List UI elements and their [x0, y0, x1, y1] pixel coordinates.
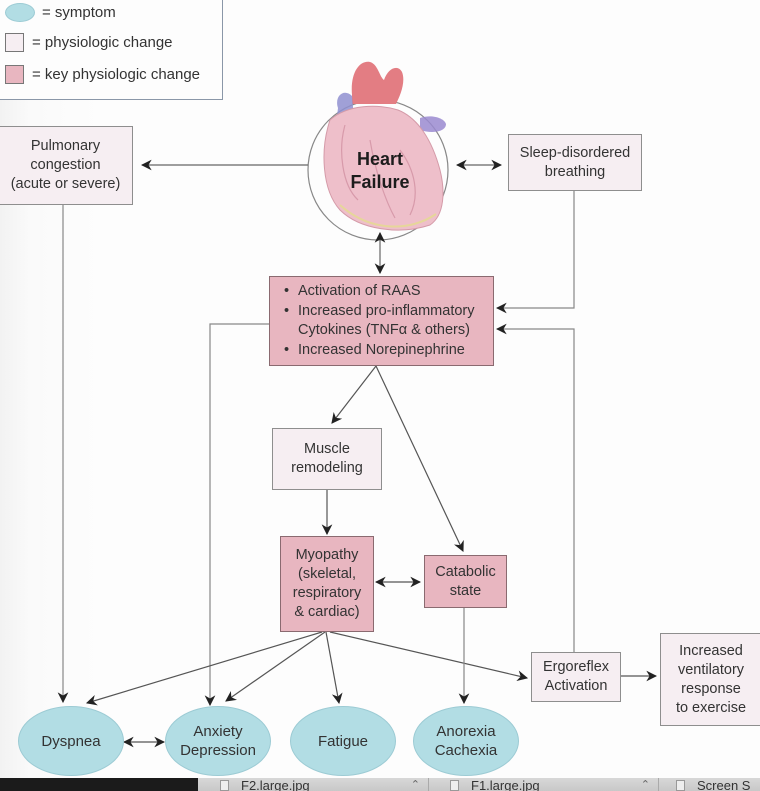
- catabolic-state-node: Catabolic state: [424, 555, 507, 608]
- node-line: Anxiety: [193, 723, 243, 740]
- sleep-disordered-breathing-node: Sleep-disordered breathing: [508, 134, 642, 191]
- node-line: Catabolic: [435, 563, 496, 580]
- dyspnea-node: Dyspnea: [18, 706, 124, 776]
- node-line: Ergoreflex: [542, 659, 610, 675]
- node-line: Myopathy: [295, 547, 359, 563]
- muscle-remodeling-node: Muscle remodeling: [272, 428, 382, 490]
- download-filename: Screen S: [697, 778, 751, 791]
- download-bar: F2.large.jpg ⌃ F1.large.jpg ⌃ Screen S: [198, 778, 760, 791]
- node-line: congestion: [30, 157, 101, 173]
- node-line: & cardiac): [294, 604, 360, 620]
- node-line: response: [681, 680, 741, 697]
- node-line: Anorexia: [436, 723, 496, 740]
- legend-label: = key physiologic change: [32, 66, 201, 83]
- legend-item-physiologic-change: = physiologic change: [5, 33, 173, 52]
- node-line: Activation: [544, 678, 608, 694]
- node-line: state: [449, 582, 482, 599]
- legend: = symptom = physiologic change = key phy…: [0, 0, 223, 100]
- heart-failure-line2: Failure: [350, 172, 410, 192]
- node-line: Increased: [679, 642, 743, 659]
- node-line: Fatigue: [317, 732, 369, 750]
- node-line: (skeletal,: [297, 566, 357, 582]
- myopathy-node: Myopathy (skeletal, respiratory & cardia…: [280, 536, 374, 632]
- edge-myopathy-ergoreflex: [329, 631, 529, 682]
- legend-item-key-physiologic-change: = key physiologic change: [5, 65, 200, 84]
- neurohormonal-activation-node: Activation of RAAS Increased pro-inflamm…: [269, 276, 494, 366]
- heart-failure-line1: Heart: [356, 149, 404, 169]
- symptom-ellipse-icon: [5, 3, 35, 22]
- bullet-cytokines: Increased pro-inflammatory: [284, 302, 475, 322]
- node-line: to exercise: [675, 699, 747, 716]
- download-filename: F2.large.jpg: [241, 778, 310, 791]
- anxiety-depression-node: Anxiety Depression: [165, 706, 271, 776]
- download-filename: F1.large.jpg: [471, 778, 540, 791]
- download-item[interactable]: F2.large.jpg ⌃: [220, 778, 420, 791]
- node-line: Dyspnea: [41, 732, 101, 750]
- anorexia-cachexia-node: Anorexia Cachexia: [413, 706, 519, 776]
- edge-myopathy-anxiety: [225, 631, 326, 702]
- node-line: Cachexia: [434, 742, 498, 759]
- bullet-cytokines-cont: Cytokines (TNFα & others): [298, 322, 470, 338]
- divider: [428, 778, 429, 791]
- legend-item-symptom: = symptom: [5, 3, 116, 22]
- node-line: respiratory: [292, 585, 362, 601]
- edge-myopathy-fatigue: [325, 631, 343, 705]
- node-line: (acute or severe): [10, 176, 121, 192]
- bullet-raas: Activation of RAAS: [284, 282, 475, 302]
- file-icon: [450, 780, 459, 791]
- chevron-up-icon[interactable]: ⌃: [410, 779, 420, 791]
- edge-raas-catabolic: [375, 365, 464, 552]
- fatigue-node: Fatigue: [290, 706, 396, 776]
- node-line: ventilatory: [677, 661, 745, 678]
- edge-raas-anxiety: [204, 323, 270, 707]
- edge-ergoreflex-raas: [495, 323, 575, 652]
- physiologic-change-box-icon: [5, 33, 24, 52]
- pulmonary-congestion-node: Pulmonary congestion (acute or severe): [0, 126, 133, 205]
- node-line: Muscle: [304, 441, 350, 457]
- node-line: Sleep-disordered: [519, 144, 631, 161]
- edge-sleep-raas: [495, 191, 575, 314]
- edge-myopathy-dyspnea: [85, 631, 323, 706]
- bullet-norepinephrine: Increased Norepinephrine: [284, 341, 475, 361]
- increased-ventilatory-response-node: Increased ventilatory response to exerci…: [660, 633, 760, 726]
- node-line: remodeling: [291, 460, 363, 476]
- file-icon: [676, 780, 685, 791]
- ergoreflex-activation-node: Ergoreflex Activation: [531, 652, 621, 702]
- divider: [658, 778, 659, 791]
- edge-raas-muscle: [331, 365, 377, 424]
- download-item[interactable]: Screen S: [676, 778, 760, 791]
- file-icon: [220, 780, 229, 791]
- legend-label: = physiologic change: [32, 34, 173, 51]
- heart-failure-node: Heart Failure: [330, 148, 430, 194]
- key-physiologic-change-box-icon: [5, 65, 24, 84]
- legend-label: = symptom: [42, 4, 116, 21]
- node-line: Depression: [180, 742, 256, 759]
- download-item[interactable]: F1.large.jpg ⌃: [450, 778, 650, 791]
- node-line: breathing: [544, 163, 606, 180]
- chevron-up-icon[interactable]: ⌃: [640, 779, 650, 791]
- node-line: Pulmonary: [30, 138, 101, 154]
- heart-illustration-icon: [323, 61, 446, 231]
